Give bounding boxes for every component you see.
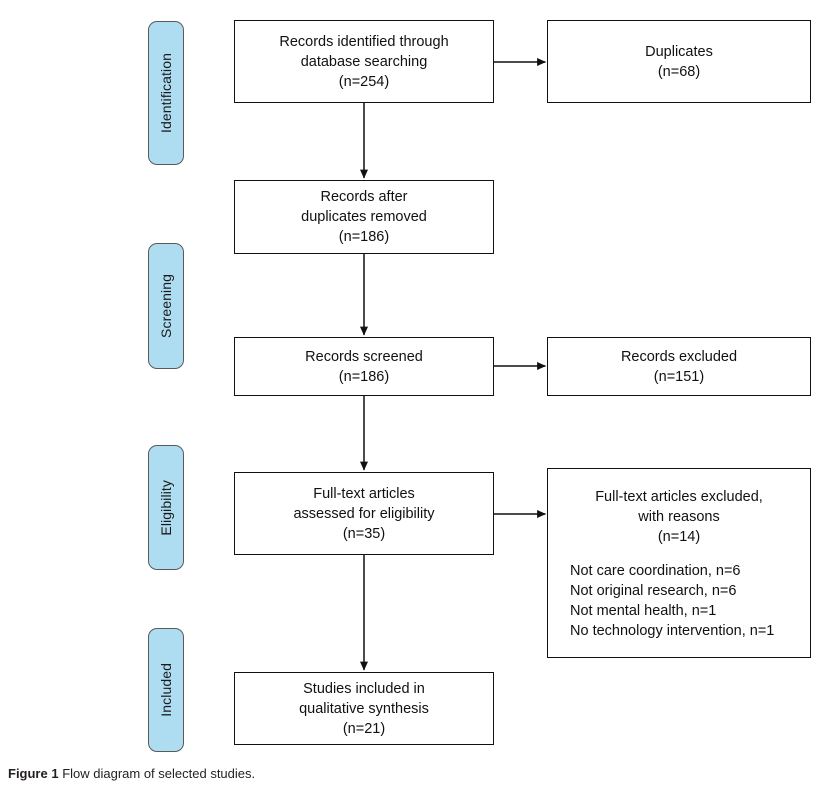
stage-tab-eligibility: Eligibility: [148, 445, 184, 570]
box-fulltext-assessed-line2: assessed for eligibility: [293, 505, 435, 522]
exclusion-reason-item: Not care coordination, n=6: [570, 563, 741, 579]
exclusion-reason-item: Not mental health, n=1: [570, 603, 717, 619]
box-records-screened-line1: Records screened: [305, 348, 423, 365]
box-duplicates: Duplicates (n=68): [547, 20, 811, 103]
prisma-flow-diagram: Identification Screening Eligibility Inc…: [148, 20, 811, 752]
stage-tab-identification: Identification: [148, 21, 184, 165]
exclusion-reason-item: Not original research, n=6: [570, 583, 737, 599]
box-fulltext-assessed-line3: (n=35): [342, 525, 386, 542]
stage-tab-identification-label: Identification: [158, 52, 174, 133]
box-studies-included-line2: qualitative synthesis: [299, 700, 429, 717]
box-records-identified-line3: (n=254): [338, 73, 390, 90]
box-fulltext-excluded-line3: (n=14): [657, 529, 701, 545]
stage-tab-included: Included: [148, 628, 184, 752]
box-records-screened-line2: (n=186): [338, 368, 390, 385]
box-records-after-duplicates-line1: Records after: [320, 189, 408, 205]
exclusion-reason-item: No technology intervention, n=1: [570, 623, 775, 639]
figure-caption: Figure 1 Flow diagram of selected studie…: [8, 766, 255, 781]
box-fulltext-excluded-header: Full-text articles excluded, with reason…: [562, 487, 796, 547]
box-fulltext-excluded-line1: Full-text articles excluded,: [595, 489, 763, 505]
exclusion-reason-list: Not care coordination, n=6 Not original …: [562, 561, 796, 641]
box-records-identified-line1: Records identified through: [279, 33, 449, 50]
box-records-after-duplicates-line2: duplicates removed: [301, 209, 427, 225]
box-fulltext-assessed: Full-text articles assessed for eligibil…: [234, 472, 494, 555]
box-records-excluded-line1: Records excluded: [620, 348, 738, 365]
box-records-identified-line2: database searching: [300, 53, 428, 70]
box-records-identified: Records identified through database sear…: [234, 20, 494, 103]
box-duplicates-line1: Duplicates: [645, 43, 713, 60]
stage-tab-screening-label: Screening: [158, 274, 174, 338]
box-fulltext-excluded: Full-text articles excluded, with reason…: [547, 468, 811, 658]
stage-tab-eligibility-label: Eligibility: [158, 479, 174, 536]
box-records-after-duplicates: Records after duplicates removed (n=186): [234, 180, 494, 254]
box-fulltext-assessed-line1: Full-text articles: [313, 485, 415, 502]
box-records-after-duplicates-line3: (n=186): [338, 229, 390, 245]
box-records-excluded: Records excluded (n=151): [547, 337, 811, 396]
box-records-screened: Records screened (n=186): [234, 337, 494, 396]
stage-tab-included-label: Included: [158, 663, 174, 717]
box-records-excluded-line2: (n=151): [653, 368, 705, 385]
box-duplicates-line2: (n=68): [657, 63, 701, 80]
figure-caption-text: Flow diagram of selected studies.: [58, 766, 256, 781]
box-studies-included: Studies included in qualitative synthesi…: [234, 672, 494, 745]
stage-tab-screening: Screening: [148, 243, 184, 369]
box-studies-included-line3: (n=21): [342, 720, 386, 737]
box-studies-included-line1: Studies included in: [303, 680, 425, 697]
figure-caption-label: Figure 1: [8, 766, 59, 781]
box-fulltext-excluded-line2: with reasons: [638, 509, 720, 525]
